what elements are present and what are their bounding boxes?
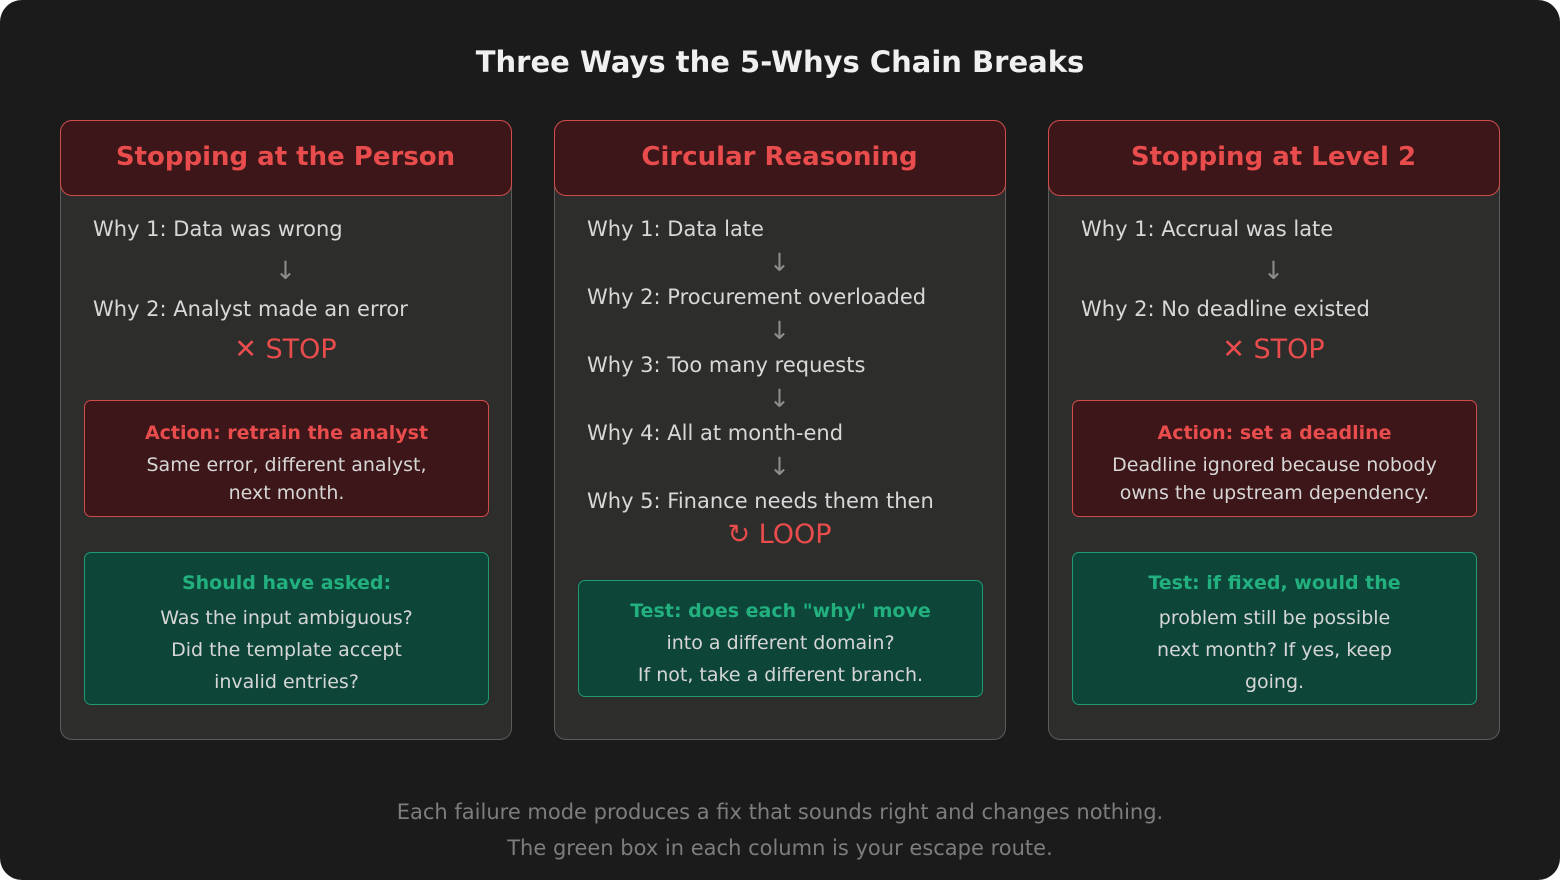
escape-line: problem still be possible (1158, 607, 1391, 629)
stop-verdict: ✕ STOP (234, 334, 337, 365)
footer-line: Each failure mode produces a fix that so… (396, 800, 1164, 824)
stop-verdict: ✕ STOP (1222, 334, 1325, 365)
why-step: Why 3: Too many requests (587, 353, 866, 377)
action-box: Action: set a deadline Deadline ignored … (1072, 400, 1477, 517)
action-box: Action: retrain the analyst Same error, … (84, 400, 489, 517)
column-header: Stopping at Level 2 (1047, 119, 1500, 196)
escape-title: Should have asked: (181, 572, 392, 594)
escape-title: Test: if fixed, would the (1148, 572, 1401, 594)
down-arrow-icon: ↓ (769, 248, 790, 277)
column-header: Circular Reasoning (553, 119, 1006, 196)
loop-verdict: ↻ LOOP (727, 519, 832, 550)
action-title: Action: retrain the analyst (144, 422, 429, 444)
column-circular-reasoning: Circular Reasoning Why 1: Data late ↓ Wh… (553, 119, 1006, 740)
action-title: Action: set a deadline (1157, 422, 1392, 444)
escape-line: going. (1244, 671, 1305, 693)
action-line: next month. (228, 482, 345, 504)
escape-line: next month? If yes, keep (1157, 639, 1392, 661)
why-step: Why 1: Data late (587, 217, 764, 241)
why-step: Why 2: Procurement overloaded (587, 285, 927, 309)
column-stopping-at-level-2: Stopping at Level 2 Why 1: Accrual was l… (1047, 119, 1500, 740)
escape-box: Should have asked: Was the input ambiguo… (84, 552, 489, 705)
page-title: Three Ways the 5-Whys Chain Breaks (475, 45, 1085, 79)
action-line: Deadline ignored because nobody (1112, 454, 1437, 476)
why-step: Why 2: No deadline existed (1081, 297, 1370, 321)
down-arrow-icon: ↓ (769, 316, 790, 345)
column-header: Stopping at the Person (59, 119, 512, 196)
escape-line: Did the template accept (171, 639, 402, 661)
why-step: Why 5: Finance needs them then (587, 489, 934, 513)
escape-line: If not, take a different branch. (637, 664, 924, 686)
down-arrow-icon: ↓ (275, 256, 296, 285)
why-step: Why 1: Data was wrong (93, 217, 343, 241)
down-arrow-icon: ↓ (1263, 256, 1284, 285)
escape-line: into a different domain? (666, 632, 895, 654)
column-stopping-at-person: Stopping at the Person Why 1: Data was w… (59, 119, 512, 740)
why-step: Why 2: Analyst made an error (93, 297, 408, 321)
escape-title: Test: does each "why" move (630, 600, 931, 622)
why-step: Why 4: All at month-end (587, 421, 844, 445)
action-line: Same error, different analyst, (146, 454, 427, 476)
why-step: Why 1: Accrual was late (1081, 217, 1334, 241)
escape-box: Test: if fixed, would the problem still … (1072, 552, 1477, 705)
escape-line: Was the input ambiguous? (160, 607, 413, 629)
footer-line: The green box in each column is your esc… (507, 836, 1053, 860)
down-arrow-icon: ↓ (769, 384, 790, 413)
escape-box: Test: does each "why" move into a differ… (578, 580, 983, 697)
escape-line: invalid entries? (214, 671, 359, 693)
action-line: owns the upstream dependency. (1119, 482, 1430, 504)
down-arrow-icon: ↓ (769, 452, 790, 481)
